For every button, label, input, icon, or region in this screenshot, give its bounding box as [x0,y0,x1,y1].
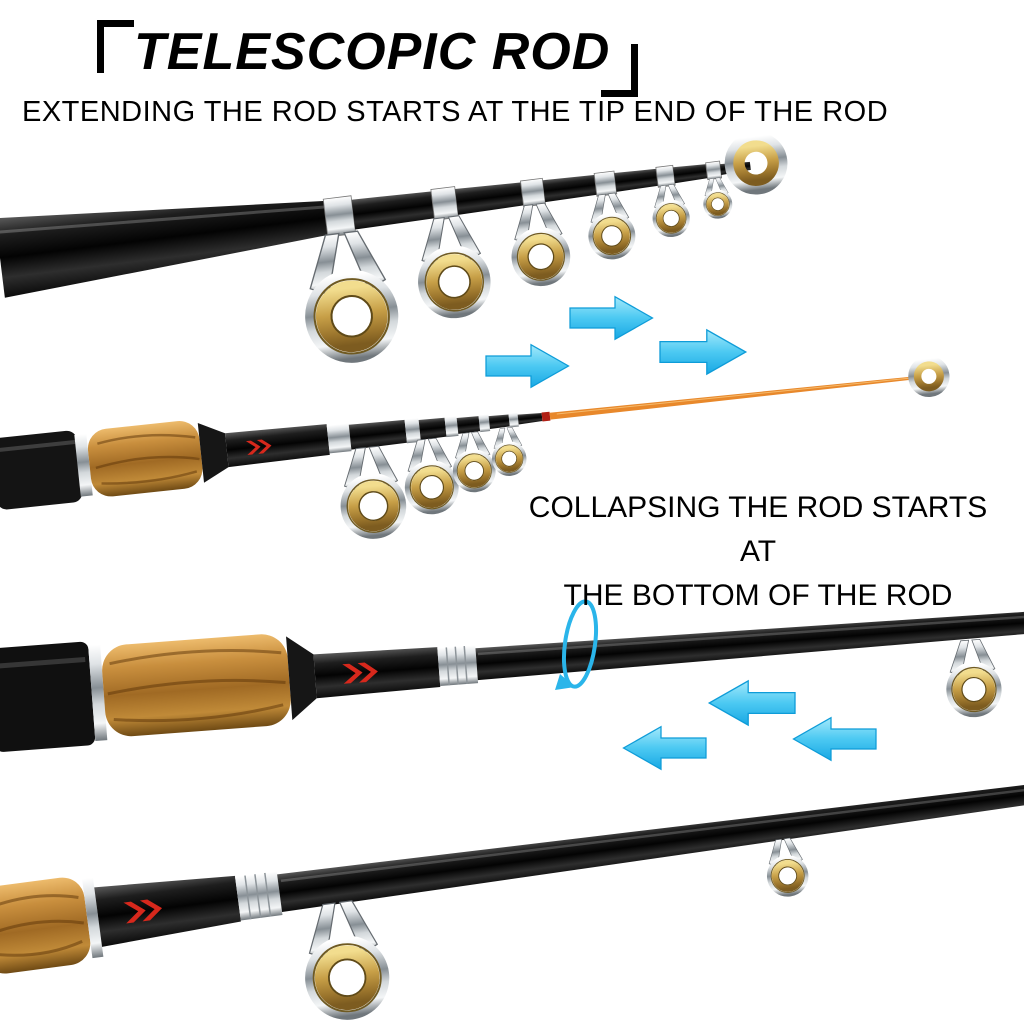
line-guide-icon [508,201,570,286]
blank-wrap [313,647,441,699]
collar-rib [454,646,459,685]
ferrule [478,414,491,433]
grip-ring [82,877,104,959]
blank-sheen [477,615,1024,656]
blank-section [488,414,510,430]
butt-grip-highlight [0,657,86,669]
foregrip [0,430,83,510]
right-arrow-icon [659,329,747,375]
corner-bracket-right-icon [601,44,638,97]
ferrule [444,415,459,438]
line-guide-icon [300,898,390,1020]
caption-extend: EXTENDING THE ROD STARTS AT THE TIP END … [22,96,889,128]
blank-section [475,611,1024,681]
red-wrap [541,411,551,422]
handle-taper [286,636,317,721]
blank-sheen [280,788,1024,883]
line-guide-icon [451,431,495,492]
tip-ring-icon [910,357,948,395]
rotate-arrowhead [555,674,575,690]
caption-collapse: COLLAPSING THE ROD STARTS AT THE BOTTOM … [512,486,1004,618]
line-guide-icon [414,213,491,318]
wood-handle [102,634,291,737]
rotate-twist-icon [555,599,599,690]
blank-wrap [94,875,241,947]
locking-collar [235,871,283,921]
rod-extending [0,339,957,575]
blank-section [418,417,447,440]
extend-arrows [485,296,747,388]
wood-grain [101,470,198,485]
line-guide-icon [764,837,808,897]
ferrule [508,412,519,428]
wood-grain [0,940,83,957]
line-guide-icon [491,426,527,475]
blank-section [0,200,330,298]
blank-section [542,174,599,203]
right-arrow-icon [569,296,654,340]
butt-grip [0,641,96,752]
collar-rib [244,875,252,920]
blank-wrap [224,424,330,468]
ferrule [705,160,723,181]
orange-tip-section [549,375,921,420]
caption-collapse-line2: THE BOTTOM OF THE ROD [563,579,953,612]
wood-grain [97,433,196,445]
wood-grain [95,455,200,470]
blank-section [614,168,661,192]
wood-grain [0,919,85,935]
line-guide-icon [702,177,733,219]
ferrule [520,177,546,208]
ferrule [593,170,618,197]
blank-section [517,413,543,425]
ferrule [322,195,357,238]
right-arrow-icon [485,344,570,388]
corner-bracket-left-icon [97,20,134,73]
blank-section [351,191,437,230]
grip-ring [88,644,108,741]
collar-rib [463,645,468,684]
collapse-arrows [622,680,877,770]
grip-ring [74,433,93,497]
collar-rib [445,647,450,686]
wood-grain [109,649,282,666]
rod-collapsing [0,611,1024,752]
line-guide-icon [650,183,689,237]
ferrule [430,186,459,221]
tip-ring-icon [726,134,785,193]
blank-section [277,784,1024,913]
line-guide-icon [403,437,459,514]
collar-rib [264,872,272,917]
rod-collapsed [0,122,800,399]
wood-grain [113,703,284,723]
blank-section [456,416,481,434]
blank-section [672,164,710,184]
left-arrow-icon [622,726,707,770]
blank-sheen [0,205,327,234]
line-guide-icon [300,228,398,363]
caption-collapse-line1: COLLAPSING THE ROD STARTS AT [528,491,988,568]
line-guide-icon [586,192,636,260]
rod-bottom-section [0,784,1024,1024]
left-arrow-icon [708,680,796,726]
collar-rib [254,874,262,918]
ferrule [404,417,421,444]
line-guide-icon [338,444,406,538]
blank-section [454,182,526,215]
blank-section [348,419,407,450]
foregrip-highlight [0,439,76,453]
orange-tip-sheen [556,377,915,415]
ferrule [655,164,676,188]
wood-grain [107,678,286,696]
left-arrow-icon [792,717,877,761]
line-guide-icon [946,638,1001,716]
handle-taper [197,423,229,483]
wood-grain [0,894,79,909]
page-title: TELESCOPIC ROD [134,23,611,81]
ferrule [326,423,352,454]
